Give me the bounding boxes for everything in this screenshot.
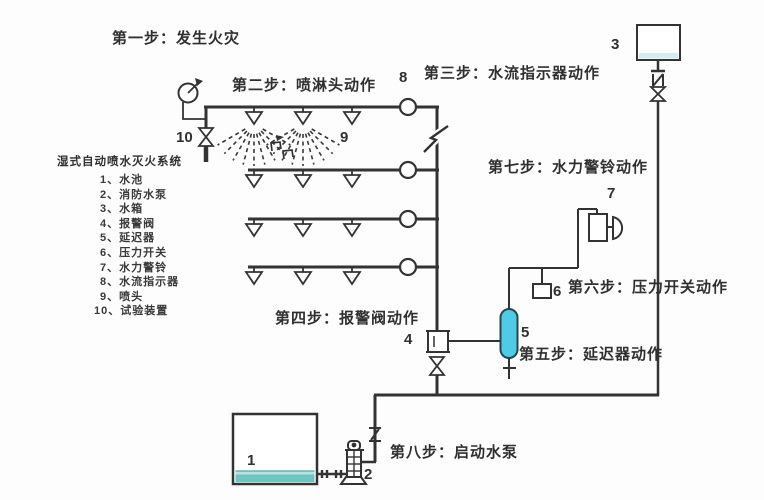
step8-label: 第八步：启动水泵 xyxy=(390,444,519,461)
pool-number: 1 xyxy=(247,452,256,469)
step3-label: 第三步：水流指示器动作 xyxy=(424,65,601,82)
branch-pipes xyxy=(204,105,439,269)
legend-item: 10、试验装置 xyxy=(94,305,169,318)
water-pool xyxy=(231,412,319,486)
pump-number: 2 xyxy=(364,466,373,483)
alarm-branch-piping xyxy=(509,208,598,284)
legend-item: 6、压力开关 xyxy=(100,246,168,259)
test-device-assembly xyxy=(177,78,215,162)
fire-pump xyxy=(304,440,376,485)
legend-item: 4、报警阀 xyxy=(100,217,156,230)
pressure-switch xyxy=(532,283,552,299)
pressure-switch-number: 6 xyxy=(553,283,562,300)
delay-device xyxy=(499,268,519,379)
component-legend: 1、水池 2、消防水泵 3、水箱 4、报警阀 5、延迟器 6、压力开关 7、水力… xyxy=(94,173,180,319)
legend-item: 9、喷头 xyxy=(100,290,144,303)
legend-item: 5、延迟器 xyxy=(100,232,156,245)
pump-check-valve xyxy=(369,427,381,442)
step1-label: 第一步：发生火灾 xyxy=(112,30,241,47)
step2-label: 第二步：喷淋头动作 xyxy=(232,77,377,94)
bell-number: 7 xyxy=(607,185,616,202)
sprinkler-number: 9 xyxy=(340,129,349,146)
step4-label: 第四步：报警阀动作 xyxy=(275,310,420,327)
tank-number: 3 xyxy=(611,36,620,53)
legend-item: 8、水流指示器 xyxy=(100,276,180,289)
step7-label: 第七步：水力警铃动作 xyxy=(488,159,649,176)
pipe-break-symbol xyxy=(421,123,451,155)
legend-item: 1、水池 xyxy=(100,174,144,186)
hydraulic-alarm-bell xyxy=(588,213,624,242)
system-title: 湿式自动喷水灭火系统 xyxy=(57,156,182,168)
step6-label: 第六步：压力开关动作 xyxy=(568,279,729,296)
legend-item: 7、水力警铃 xyxy=(100,261,168,274)
flow-indicator-number: 8 xyxy=(399,69,408,86)
test-device-number: 10 xyxy=(176,129,193,146)
water-flow-indicators xyxy=(398,97,418,277)
alarm-valve-number: 4 xyxy=(404,331,413,348)
step5-label: 第五步：延迟器动作 xyxy=(519,346,664,363)
elevated-tank xyxy=(636,24,681,102)
legend-item: 3、水箱 xyxy=(100,203,144,216)
spray-pattern xyxy=(216,128,341,167)
legend-item: 2、消防水泵 xyxy=(100,188,168,201)
delay-device-number: 5 xyxy=(521,324,530,341)
alarm-valve xyxy=(426,330,501,376)
